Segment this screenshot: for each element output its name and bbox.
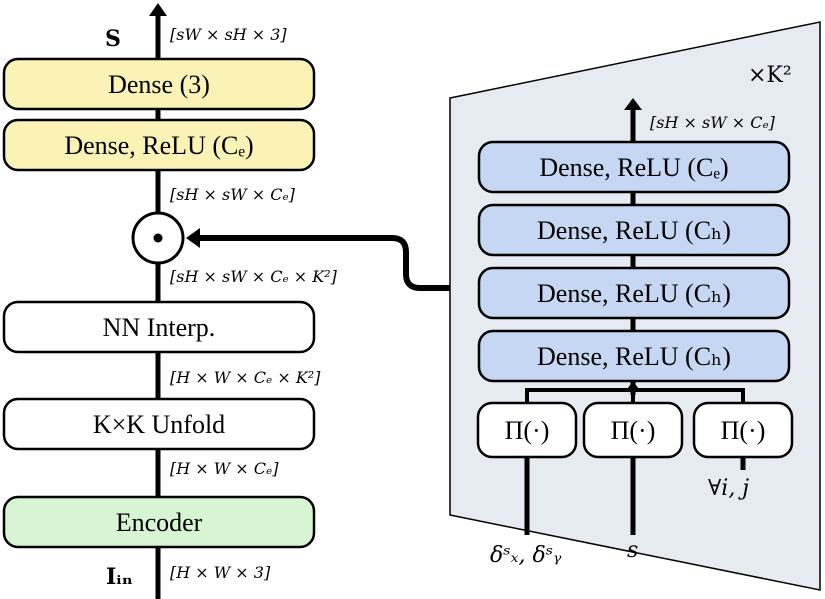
input-label: Iᵢₙ: [106, 564, 133, 590]
dims-after-encoder: [H × W × Cₑ]: [170, 459, 279, 478]
dense-3-label: Dense (3): [108, 70, 210, 99]
dims-before-product: [sH × sW × Cₑ × K²]: [170, 267, 338, 286]
panel-output-dims: [sH × sW × Cₑ]: [650, 113, 776, 132]
pi-encoder-1-label: Π(·): [505, 416, 550, 445]
main-output-arrowhead: [149, 3, 167, 16]
delta-input-label: δˢₓ, δˢᵧ: [490, 543, 562, 568]
pi-merge-arrowhead: [625, 381, 641, 392]
dims-after-relu: [sH × sW × Cₑ]: [170, 185, 296, 204]
unfold-block: [2, 397, 316, 451]
mlp-layer-3-label: Dense, ReLU (Cₕ): [537, 279, 731, 308]
forall-label: ∀i, j: [708, 476, 749, 501]
dense-relu-label: Dense, ReLU (Cₑ): [64, 131, 253, 160]
unfold-label: K×K Unfold: [93, 410, 225, 439]
panel-to-product-connector: [200, 235, 450, 291]
nn-interp-label: NN Interp.: [103, 313, 216, 342]
mlp-layer-2: [477, 203, 791, 257]
dims-after-unfold: [H × W × Cₑ × K²]: [170, 368, 321, 387]
product-dot-icon: [153, 233, 163, 243]
panel-to-product-arrowhead: [186, 228, 200, 248]
output-dims: [sW × sH × 3]: [170, 25, 287, 44]
mlp-layer-1-label: Dense, ReLU (Cₑ): [539, 153, 728, 182]
dense-relu-block: [2, 118, 316, 172]
output-label: S: [105, 26, 121, 52]
panel-output-arrowhead: [624, 98, 642, 110]
scale-input-label: s: [627, 538, 638, 563]
encoder-label: Encoder: [116, 508, 203, 537]
mlp-layer-4-label: Dense, ReLU (Cₕ): [537, 342, 731, 371]
pi-encoder-2-label: Π(·): [611, 416, 656, 445]
mlp-layer-2-label: Dense, ReLU (Cₕ): [537, 216, 731, 245]
mlp-layer-4: [477, 329, 791, 383]
dense-3-block: [2, 57, 316, 111]
repeat-label: ×K²: [748, 63, 792, 88]
encoder-block: [2, 495, 316, 549]
mlp-layer-1: [477, 140, 791, 194]
nn-interp-block: [2, 300, 316, 354]
pi-encoder-3-label: Π(·): [721, 416, 766, 445]
input-dims: [H × W × 3]: [170, 563, 271, 582]
mlp-layer-3: [477, 266, 791, 320]
